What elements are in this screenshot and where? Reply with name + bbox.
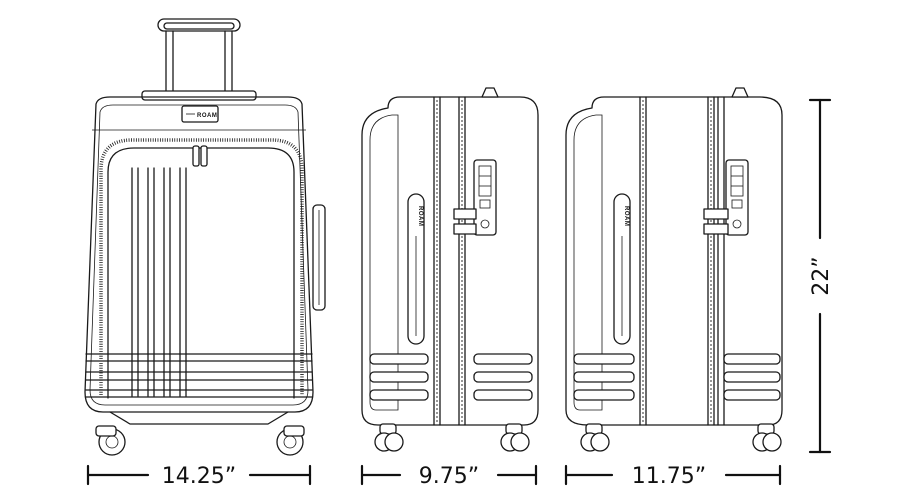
expanded-wheels [580,423,782,452]
brand-label-expanded: ROAM [623,206,629,226]
expanded-brand-strip: ROAM [613,193,631,345]
top-carry-handle: ROAM [181,105,219,123]
brand-label-top: ROAM [197,113,217,119]
expanded-depth-label: 11.75” [632,464,706,489]
side-brand-strip: ROAM [407,193,425,345]
front-wheels [95,425,305,456]
expanded-side-view-suitcase: ROAM [565,87,783,452]
expanded-bumper-bands [573,353,781,401]
side-wheels [374,423,530,452]
side-view-suitcase: ROAM [361,87,539,452]
telescoping-handle [141,18,257,101]
brand-label-side: ROAM [417,206,423,226]
side-bumper-bands [369,353,533,401]
dimension-expanded-depth: 11.75” [564,464,782,489]
front-view-suitcase: ROAM [84,18,326,456]
height-label: 22” [809,256,834,295]
front-pocket [99,138,304,399]
dimension-front-width: 14.25” [86,464,312,489]
dimension-height: 22” [808,98,834,454]
dimension-side-depth: 9.75” [360,464,538,489]
side-depth-label: 9.75” [419,464,479,489]
front-shell [84,96,314,413]
front-bumper-bands [85,353,313,398]
expanded-tsa-lock [703,159,749,236]
front-width-label: 14.25” [162,464,236,489]
side-handle [312,204,326,311]
tsa-lock [453,159,497,236]
